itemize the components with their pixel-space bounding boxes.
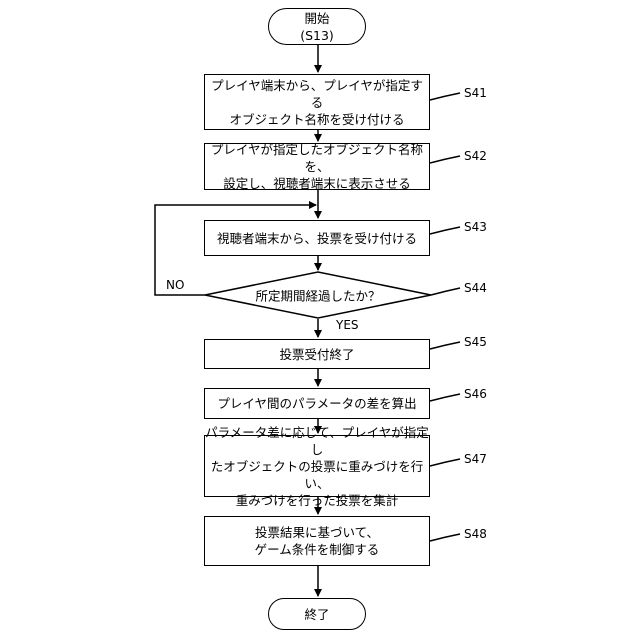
step-label-s47: S47 — [464, 452, 487, 466]
leader-s44 — [431, 288, 460, 295]
step-s41-box: プレイヤ端末から、プレイヤが指定する オブジェクト名称を受け付ける — [204, 74, 430, 130]
step-s43-box: 視聴者端末から、投票を受け付ける — [204, 220, 430, 256]
step-label-s44: S44 — [464, 281, 487, 295]
step-label-s45: S45 — [464, 335, 487, 349]
step-label-s48: S48 — [464, 527, 487, 541]
step-s42-box: プレイヤが指定したオブジェクト名称を、 設定し、視聴者端末に表示させる — [204, 143, 430, 190]
step-s45-box: 投票受付終了 — [204, 339, 430, 369]
step-label-s43: S43 — [464, 220, 487, 234]
leader-s48 — [430, 534, 460, 541]
start-terminal: 開始 (S13) — [268, 8, 366, 45]
step-s46-box: プレイヤ間のパラメータの差を算出 — [204, 388, 430, 419]
step-label-s46: S46 — [464, 387, 487, 401]
end-terminal: 終了 — [268, 598, 366, 630]
step-s44-text: 所定期間経過したか？ — [255, 286, 380, 305]
leader-s45 — [430, 342, 460, 349]
branch-yes-label: YES — [336, 318, 359, 332]
leader-s41 — [430, 93, 460, 100]
step-s47-box: パラメータ差に応じて、プレイヤが指定し たオブジェクトの投票に重みづけを行い、 … — [204, 435, 430, 497]
leader-s42 — [430, 156, 460, 163]
step-label-s42: S42 — [464, 149, 487, 163]
step-s48-box: 投票結果に基づいて、 ゲーム条件を制御する — [204, 516, 430, 566]
branch-no-label: NO — [166, 278, 184, 292]
step-label-s41: S41 — [464, 86, 487, 100]
leader-s46 — [430, 394, 460, 401]
leader-s43 — [430, 227, 460, 234]
leader-s47 — [430, 459, 460, 466]
